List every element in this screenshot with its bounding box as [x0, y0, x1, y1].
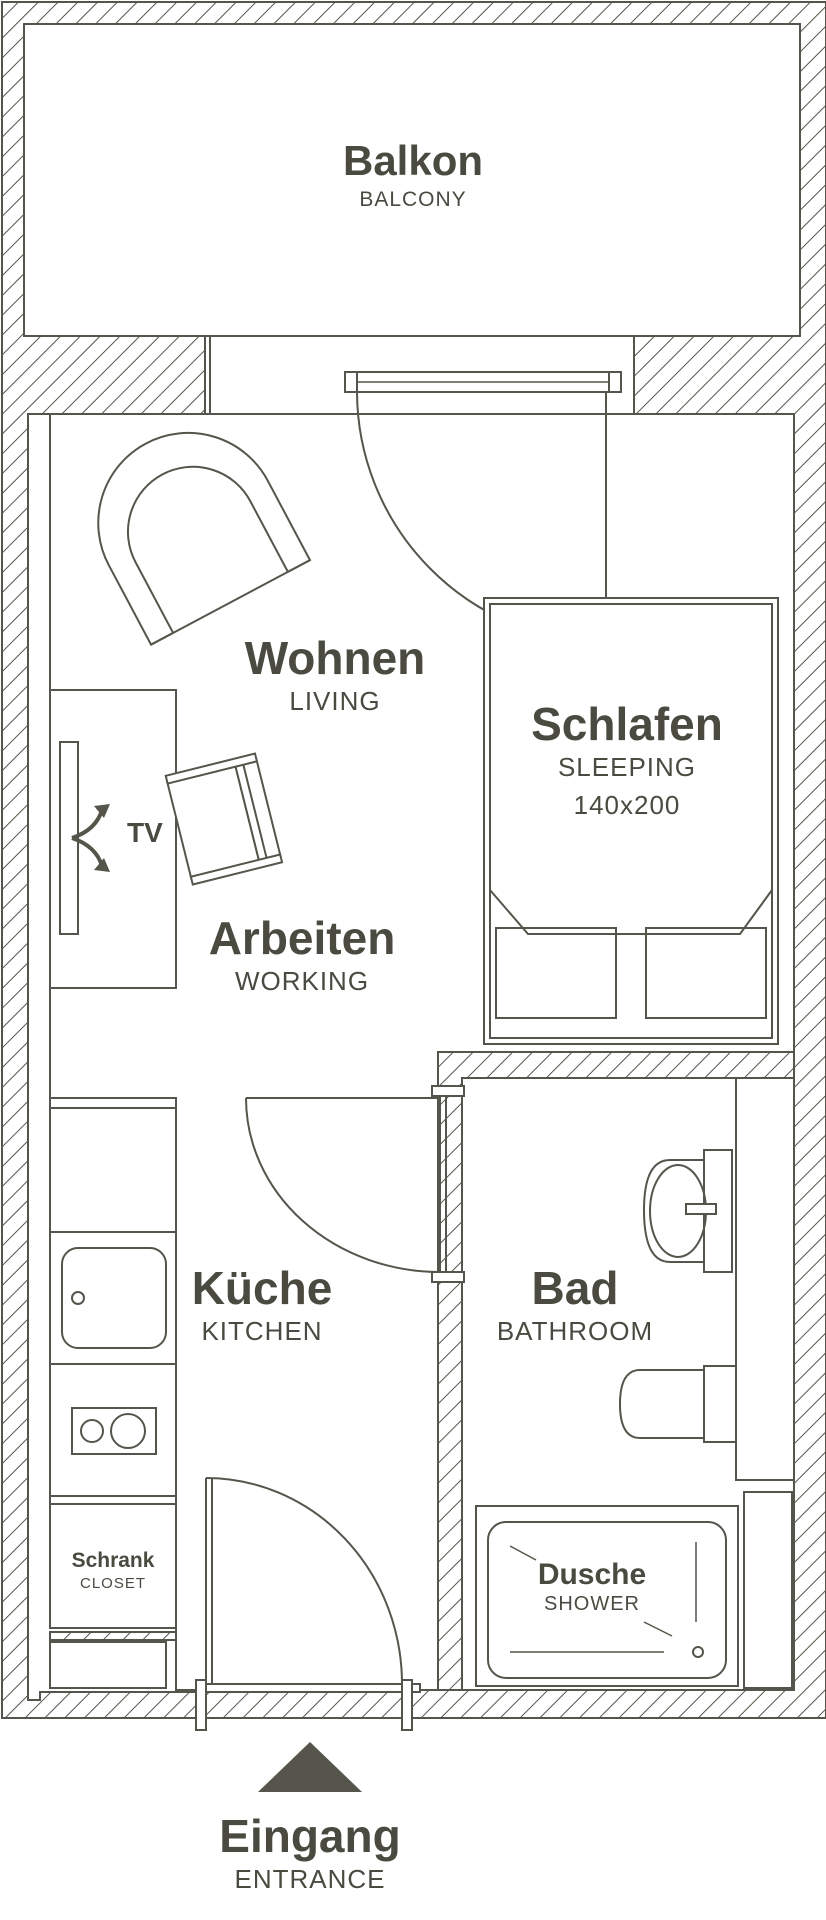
shower-subtitle: SHOWER	[544, 1593, 640, 1615]
sleeping-subtitle: SLEEPING	[558, 752, 696, 782]
balcony-subtitle: BALCONY	[359, 188, 466, 211]
toilet	[618, 1365, 737, 1443]
washbasin	[642, 1149, 733, 1273]
tv-swivel-arrows	[71, 804, 110, 872]
kitchen-title: Küche	[192, 1262, 333, 1314]
armchair	[97, 431, 312, 646]
kitchen-counter	[49, 1097, 177, 1629]
shower-title: Dusche	[538, 1558, 646, 1591]
bathroom-cabinet	[735, 1077, 795, 1689]
desk	[49, 689, 177, 989]
closet-title: Schrank	[72, 1549, 155, 1572]
bed	[483, 597, 779, 1045]
bathroom-subtitle: BATHROOM	[497, 1316, 653, 1346]
entrance-title: Eingang	[219, 1810, 400, 1862]
desk-chair	[164, 752, 284, 886]
bathroom-title: Bad	[532, 1262, 619, 1314]
tv-label: TV	[127, 817, 163, 848]
bed-size: 140x200	[574, 790, 681, 820]
living-title: Wohnen	[245, 632, 426, 684]
balcony-title: Balkon	[343, 137, 483, 184]
working-subtitle: WORKING	[235, 966, 369, 996]
entrance-arrow	[258, 1742, 362, 1792]
entrance-subtitle: ENTRANCE	[234, 1864, 385, 1894]
closet-subtitle: CLOSET	[80, 1575, 146, 1592]
shower-tray	[475, 1505, 739, 1687]
kitchen-sink	[61, 1247, 167, 1349]
entrance-door	[195, 1477, 413, 1731]
working-title: Arbeiten	[209, 912, 396, 964]
balcony-area	[23, 23, 801, 337]
kitchen-subtitle: KITCHEN	[201, 1316, 322, 1346]
stove	[71, 1407, 157, 1455]
closet	[49, 1503, 177, 1689]
sleeping-title: Schlafen	[531, 698, 723, 750]
living-subtitle: LIVING	[289, 686, 380, 716]
bathroom-door	[245, 1085, 465, 1283]
